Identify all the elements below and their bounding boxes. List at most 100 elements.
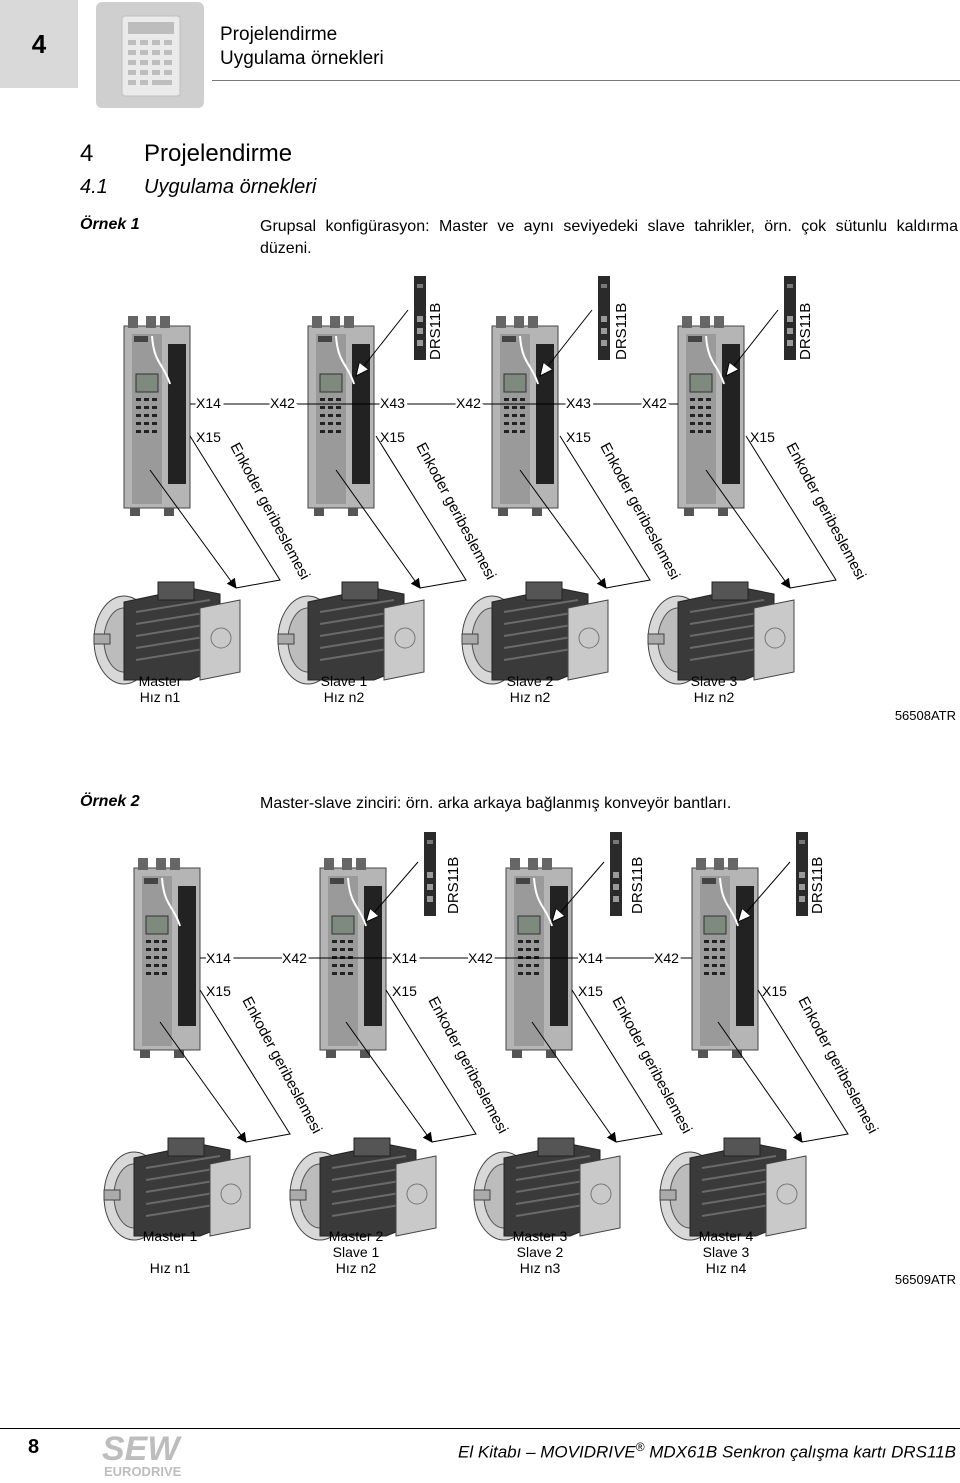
footer-divider xyxy=(0,1428,960,1429)
connector-label-2: X42 xyxy=(282,950,307,966)
registered-mark: ® xyxy=(635,1440,645,1454)
chapter-number: 4 xyxy=(31,28,47,59)
svg-text:EURODRIVE: EURODRIVE xyxy=(104,1464,182,1478)
example1-label: Örnek 1 xyxy=(80,216,140,233)
drs11b-label-1: DRS11B xyxy=(445,857,462,914)
motor-caption-4-line2: Slave 3 xyxy=(703,1244,750,1260)
header-title: Projelendirme xyxy=(220,24,338,45)
motor-caption-4-line3: Hız n4 xyxy=(706,1260,747,1276)
drs11b-card-1 xyxy=(424,832,436,916)
inverter-1 xyxy=(123,315,191,517)
drs11b-label-1: DRS11B xyxy=(427,303,444,360)
connector-label-3: X14 xyxy=(392,950,417,966)
x15-label-1: X15 xyxy=(206,983,231,999)
drs11b-label-3: DRS11B xyxy=(809,857,826,914)
encoder-feedback-label-2: Enkoder geribeslemesi xyxy=(424,994,511,1137)
motor-2 xyxy=(289,1137,437,1241)
x15-label-3: X15 xyxy=(578,983,603,999)
example2-label: Örnek 2 xyxy=(80,793,140,810)
drs11b-card-3 xyxy=(784,276,796,360)
connector-label-1: X14 xyxy=(206,950,231,966)
footer-text-pre: El Kitabı – MOVIDRIVE xyxy=(458,1442,636,1462)
motor-1 xyxy=(93,581,241,685)
drs11b-card-2 xyxy=(598,276,610,360)
example1-diagram: DRS11B DRS11B DRS11B X14 X42 X43 X42 X43… xyxy=(93,276,956,723)
figure-id-1: 56508ATR xyxy=(895,708,956,723)
inverter-4 xyxy=(691,857,759,1059)
section-heading: 4 Projelendirme xyxy=(80,140,292,168)
section-title: Projelendirme xyxy=(144,140,293,167)
motor-caption-3-line1: Slave 2 xyxy=(507,673,554,689)
connector-label-2: X42 xyxy=(270,395,295,411)
x15-label-4: X15 xyxy=(762,983,787,999)
svg-text:SEW: SEW xyxy=(102,1430,182,1468)
motor-caption-1-line3: Hız n1 xyxy=(150,1260,191,1276)
motor-4 xyxy=(659,1137,807,1241)
motor-caption-3-line1: Master 3 xyxy=(513,1228,568,1244)
motor-4 xyxy=(647,581,795,685)
motor-caption-2-line1: Slave 1 xyxy=(321,673,368,689)
connector-label-4: X42 xyxy=(456,395,481,411)
subsection-number: 4.1 xyxy=(80,176,108,198)
encoder-feedback-label-1: Enkoder geribeslemesi xyxy=(238,994,325,1137)
example2-description: Master-slave zinciri: örn. arka arkaya b… xyxy=(260,795,732,812)
motor-3 xyxy=(461,581,609,685)
connector-label-6: X42 xyxy=(642,395,667,411)
chapter-number-box: 4 xyxy=(0,0,78,88)
connector-label-6: X42 xyxy=(654,950,679,966)
drs11b-label-2: DRS11B xyxy=(613,303,630,360)
header-subtitle: Uygulama örnekleri xyxy=(220,48,384,69)
drs11b-card-3 xyxy=(796,832,808,916)
calculator-icon xyxy=(96,2,204,108)
x15-label-1: X15 xyxy=(196,429,221,445)
connector-label-1: X14 xyxy=(196,395,221,411)
encoder-feedback-label-3: Enkoder geribeslemesi xyxy=(608,994,695,1137)
motor-caption-1-line2: Hız n1 xyxy=(140,689,181,705)
motor-caption-1-line1: Master xyxy=(139,673,182,689)
drs11b-card-2 xyxy=(610,832,622,916)
x15-label-4: X15 xyxy=(750,429,775,445)
encoder-feedback-label-3: Enkoder geribeslemesi xyxy=(596,440,683,583)
drs11b-label-2: DRS11B xyxy=(629,857,646,914)
motor-caption-3-line2: Slave 2 xyxy=(517,1244,564,1260)
motor-3 xyxy=(473,1137,621,1241)
encoder-feedback-label-4: Enkoder geribeslemesi xyxy=(794,994,881,1137)
connector-label-3: X43 xyxy=(380,395,405,411)
motor-caption-4-line1: Master 4 xyxy=(699,1228,754,1244)
x15-label-2: X15 xyxy=(380,429,405,445)
footer-text: El Kitabı – MOVIDRIVE® MDX61B Senkron ça… xyxy=(458,1440,956,1463)
connector-label-5: X43 xyxy=(566,395,591,411)
motor-caption-3-line3: Hız n3 xyxy=(520,1260,561,1276)
x15-label-2: X15 xyxy=(392,983,417,999)
motor-caption-4-line2: Hız n2 xyxy=(694,689,735,705)
encoder-feedback-label-2: Enkoder geribeslemesi xyxy=(412,440,499,583)
motor-caption-2-line2: Hız n2 xyxy=(324,689,365,705)
motor-1 xyxy=(103,1137,251,1241)
inverter-3 xyxy=(491,315,559,517)
page-number: 8 xyxy=(28,1436,40,1458)
inverter-1 xyxy=(133,857,201,1059)
encoder-feedback-label-4: Enkoder geribeslemesi xyxy=(782,440,869,583)
sew-eurodrive-logo: SEW EURODRIVE xyxy=(100,1430,210,1479)
inverter-2 xyxy=(307,315,375,517)
connector-label-4: X42 xyxy=(468,950,493,966)
drs11b-card-1 xyxy=(414,276,426,360)
motor-2 xyxy=(277,581,425,685)
connector-label-5: X14 xyxy=(578,950,603,966)
motor-caption-3-line2: Hız n2 xyxy=(510,689,551,705)
section-number: 4 xyxy=(80,140,94,167)
example1-description: Grupsal konfigürasyon: Master ve aynı se… xyxy=(260,218,958,257)
drs11b-label-3: DRS11B xyxy=(797,303,814,360)
motor-caption-2-line2: Slave 1 xyxy=(333,1244,380,1260)
example2-diagram: DRS11B DRS11B DRS11B X14 X42 X14 X42 X14… xyxy=(103,832,956,1286)
motor-caption-4-line1: Slave 3 xyxy=(691,673,738,689)
motor-caption-2-line1: Master 2 xyxy=(329,1228,384,1244)
header-divider xyxy=(212,80,960,81)
inverter-4 xyxy=(677,315,745,517)
footer-text-post: MDX61B Senkron çalışma kartı DRS11B xyxy=(644,1442,956,1462)
encoder-feedback-label-1: Enkoder geribeslemesi xyxy=(226,440,313,583)
motor-caption-1-line1: Master 1 xyxy=(143,1228,198,1244)
figure-id-2: 56509ATR xyxy=(895,1272,956,1286)
motor-caption-2-line3: Hız n2 xyxy=(336,1260,377,1276)
